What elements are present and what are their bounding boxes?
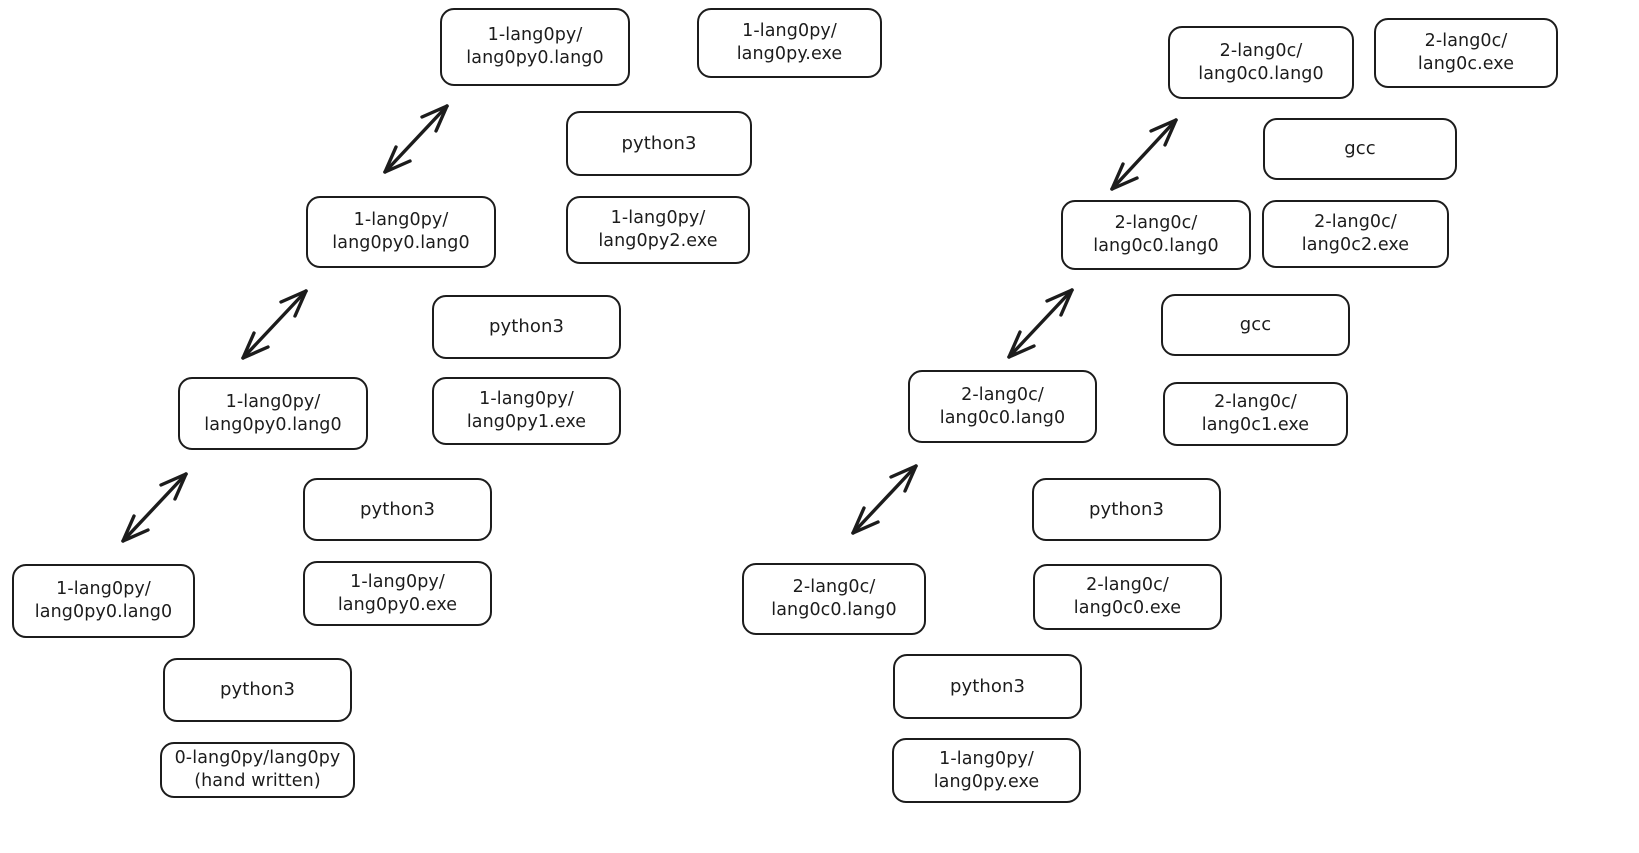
node-py-exe-1[interactable]: 1-lang0py/ lang0py1.exe <box>432 377 621 445</box>
node-c-tool-1[interactable]: gcc <box>1161 294 1350 356</box>
arrow-c-3 <box>1110 118 1178 191</box>
node-c-exe-2[interactable]: 2-lang0c/ lang0c2.exe <box>1262 200 1449 268</box>
node-py-tool-1[interactable]: python3 <box>432 295 621 359</box>
node-py-src-1[interactable]: 1-lang0py/ lang0py0.lang0 <box>178 377 368 450</box>
node-py-exe-0[interactable]: 1-lang0py/ lang0py0.exe <box>303 561 492 626</box>
arrow-py-3 <box>383 104 449 174</box>
node-c-tool-base[interactable]: python3 <box>893 654 1082 719</box>
node-py-tool-hand[interactable]: python3 <box>163 658 352 722</box>
node-c-src-3[interactable]: 2-lang0c/ lang0c0.lang0 <box>1168 26 1354 99</box>
node-py-exe-2[interactable]: 1-lang0py/ lang0py2.exe <box>566 196 750 264</box>
arrow-c-2 <box>1007 288 1074 359</box>
node-py-hand-written[interactable]: 0-lang0py/lang0py (hand written) <box>160 742 355 798</box>
node-c-src-2[interactable]: 2-lang0c/ lang0c0.lang0 <box>1061 200 1251 270</box>
arrow-py-1 <box>121 472 188 543</box>
node-c-out-top[interactable]: 2-lang0c/ lang0c.exe <box>1374 18 1558 88</box>
node-py-src-0[interactable]: 1-lang0py/ lang0py0.lang0 <box>12 564 195 638</box>
node-c-src-1[interactable]: 2-lang0c/ lang0c0.lang0 <box>908 370 1097 443</box>
arrow-c-1 <box>851 464 918 535</box>
node-py-tool-2[interactable]: python3 <box>566 111 752 176</box>
node-py-out-top[interactable]: 1-lang0py/ lang0py.exe <box>697 8 882 78</box>
node-c-base-exe[interactable]: 1-lang0py/ lang0py.exe <box>892 738 1081 803</box>
node-c-tool-2[interactable]: gcc <box>1263 118 1457 180</box>
node-py-tool-0[interactable]: python3 <box>303 478 492 541</box>
node-c-tool-0[interactable]: python3 <box>1032 478 1221 541</box>
node-c-exe-1[interactable]: 2-lang0c/ lang0c1.exe <box>1163 382 1348 446</box>
node-c-src-0[interactable]: 2-lang0c/ lang0c0.lang0 <box>742 563 926 635</box>
node-py-src-3[interactable]: 1-lang0py/ lang0py0.lang0 <box>440 8 630 86</box>
node-c-exe-0[interactable]: 2-lang0c/ lang0c0.exe <box>1033 564 1222 630</box>
node-py-src-2[interactable]: 1-lang0py/ lang0py0.lang0 <box>306 196 496 268</box>
arrow-py-2 <box>241 289 308 360</box>
